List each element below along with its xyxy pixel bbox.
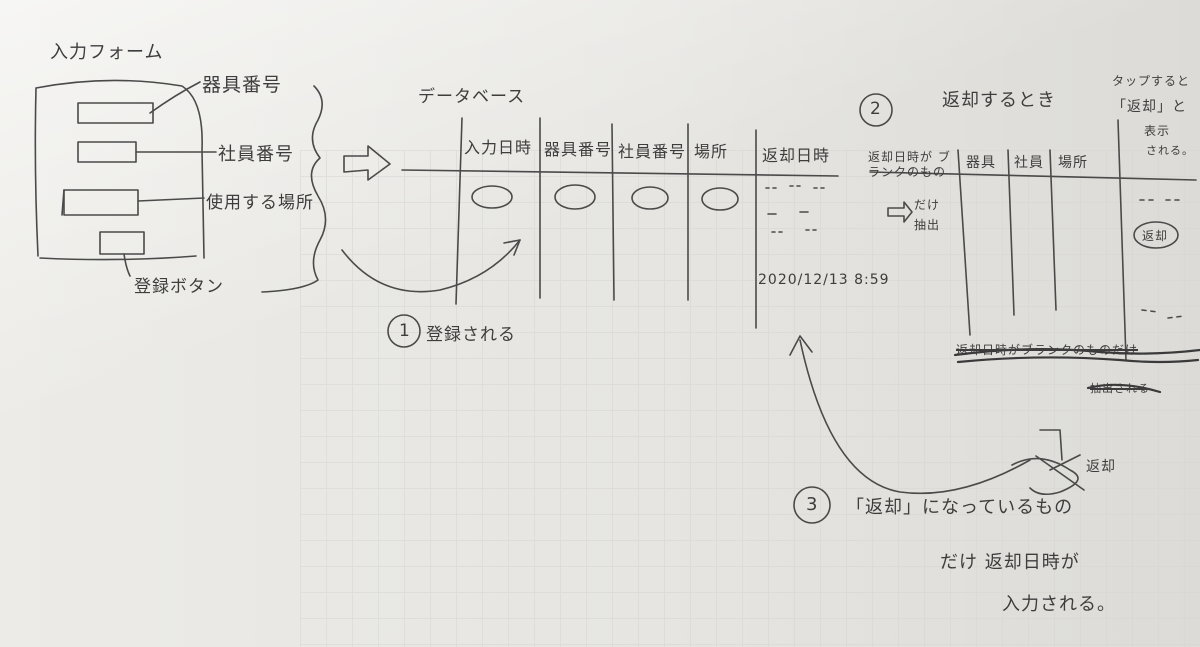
register-button-box	[99, 231, 145, 255]
marker-1: 1	[399, 321, 411, 341]
db-header-line	[401, 169, 839, 177]
form-base-line	[39, 255, 197, 261]
marker-circle-2	[859, 93, 893, 127]
ret-note-extract: 抽出	[914, 218, 941, 232]
struck-text-1: 返却日時がブランクのものだけ	[956, 343, 1139, 357]
field-box-2	[77, 141, 137, 163]
field-label-equipment-number: 器具番号	[202, 74, 283, 96]
db-timestamp: 2020/12/13 8:59	[758, 272, 890, 288]
marker-circle-3	[793, 486, 831, 524]
tap-note-1: タップすると	[1112, 74, 1191, 88]
database-title: データベース	[418, 87, 526, 107]
tap-note-3: 表示	[1144, 124, 1171, 138]
marker-2: 2	[870, 99, 882, 119]
connector-1	[149, 81, 201, 114]
db-circle-2	[554, 184, 596, 210]
form-frame	[34, 79, 205, 259]
tap-note-2: 「返却」と	[1112, 99, 1187, 115]
marker-circle-1	[387, 314, 421, 348]
step3-line1: 「返却」になっているもの	[846, 497, 1074, 518]
step2-title: 返却するとき	[942, 90, 1056, 111]
ret-col-blank-return: 返却日時が ブランクのもの	[868, 150, 951, 179]
step3-line3: 入力される。	[1002, 594, 1116, 615]
brace	[261, 85, 327, 293]
ret-col-equipment: 器具	[966, 155, 996, 171]
marker-3: 3	[806, 494, 819, 515]
step3-line2: だけ 返却日時が	[940, 552, 1080, 573]
db-col-location: 場所	[694, 142, 729, 161]
ret-sep-2	[1007, 149, 1015, 316]
step1-label: 登録される	[426, 325, 516, 345]
form-title: 入力フォーム	[50, 42, 164, 63]
db-col-entry-time: 入力日時	[464, 138, 533, 157]
db-circle-3	[631, 186, 669, 210]
ret-col-employee: 社員	[1014, 155, 1044, 171]
connector-3	[137, 197, 205, 202]
field-box-1	[77, 102, 154, 124]
db-sep-2	[611, 123, 615, 301]
curve-arrow-1	[341, 239, 521, 293]
block-arrow	[343, 145, 391, 181]
hand-sketch	[1011, 429, 1085, 496]
connector-4	[123, 253, 131, 277]
register-button-label: 登録ボタン	[134, 277, 224, 297]
db-col-return-time: 返却日時	[762, 146, 831, 165]
ret-sep-4	[1117, 119, 1127, 361]
return-header-line	[869, 171, 1197, 181]
return-button[interactable]: 返却	[1142, 229, 1169, 243]
grid-background	[300, 150, 1200, 647]
field-label-location: 使用する場所	[206, 193, 314, 213]
db-col-equipment-number: 器具番号	[544, 140, 613, 159]
struck-text-2: 抽出される	[1090, 382, 1150, 395]
db-circle-1	[471, 185, 513, 209]
curve-arrow-3	[799, 339, 1031, 495]
ret-sep-1	[957, 149, 971, 336]
db-col-employee-number: 社員番号	[618, 142, 687, 161]
hand-return-label: 返却	[1086, 459, 1116, 475]
ret-sep-3	[1049, 149, 1057, 311]
field-box-3-tick	[61, 189, 65, 216]
return-button-oval	[1133, 221, 1179, 249]
field-label-employee-number: 社員番号	[218, 144, 294, 165]
tap-note-4: される。	[1146, 144, 1194, 157]
db-sep-0	[455, 117, 463, 305]
ret-note-only: だけ	[914, 198, 941, 212]
db-circle-4	[701, 187, 739, 211]
ret-col-location: 場所	[1058, 155, 1088, 171]
field-box-3	[63, 189, 139, 216]
